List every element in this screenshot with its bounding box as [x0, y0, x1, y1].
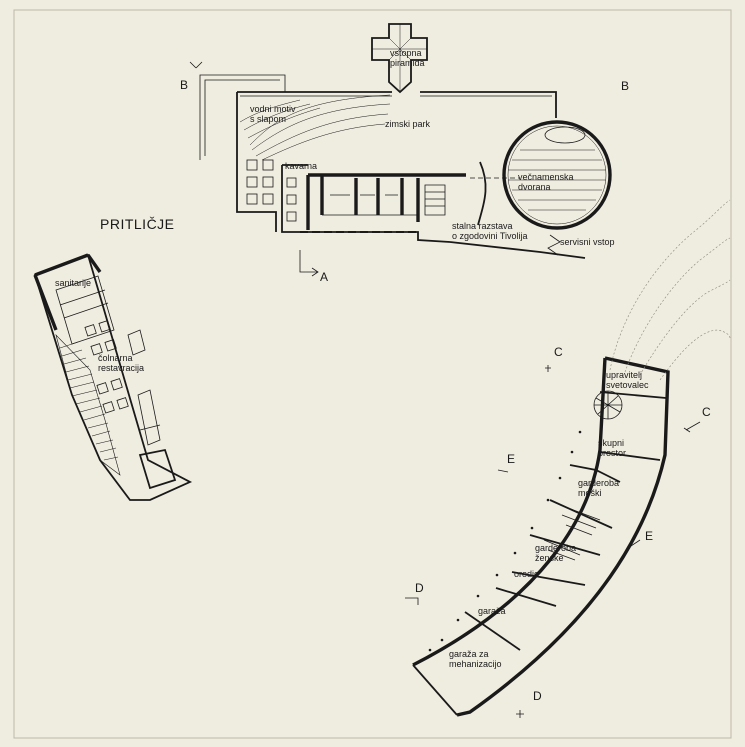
- hall-seating: [508, 149, 606, 211]
- north-building: [199, 23, 612, 259]
- curved-building: [412, 356, 670, 717]
- section-d-left: D: [415, 581, 424, 595]
- service-entrance-wall: [449, 241, 586, 259]
- section-d-bottom: D: [533, 689, 542, 703]
- section-c-left: C: [554, 345, 563, 359]
- section-b-left: B: [180, 78, 188, 92]
- winter-park-walls: [236, 91, 557, 232]
- section-e-right: E: [645, 529, 653, 543]
- terrain-contours: [609, 199, 731, 381]
- stage: [544, 126, 586, 144]
- section-marks: [189, 61, 701, 718]
- label-tools: orodje: [514, 569, 539, 579]
- frame-border: [13, 9, 732, 739]
- bar-counter: [137, 389, 161, 446]
- boathouse-deck-hatch: [55, 333, 121, 476]
- multipurpose-hall: [502, 120, 612, 230]
- curved-outer-wall: [456, 356, 670, 717]
- curved-screen: [477, 161, 487, 226]
- service-block-walls: [306, 173, 466, 230]
- section-e-left: E: [507, 452, 515, 466]
- restaurant-tables: [84, 320, 129, 414]
- cafe-tables: [246, 159, 297, 222]
- pyramid-walls: [371, 23, 428, 94]
- section-a: A: [320, 270, 328, 284]
- boathouse-building: [33, 253, 193, 501]
- tree-symbol: [593, 390, 623, 420]
- section-c-right: C: [702, 405, 711, 419]
- label-cafe: kavarna: [285, 161, 317, 171]
- pyramid-ridges: [372, 24, 427, 92]
- water-motif-lines: [239, 94, 391, 161]
- wc-cubicles: [543, 504, 601, 561]
- curved-inner-wall: [412, 357, 607, 667]
- kitchen: [138, 448, 177, 490]
- boathouse-outline: [33, 253, 193, 501]
- label-garage: garaža: [478, 606, 506, 616]
- label-service: servisni vstop: [560, 237, 615, 247]
- sanitary-room: [55, 275, 115, 345]
- column-dots: [428, 430, 582, 652]
- label-winter-park: zimski park: [385, 119, 431, 129]
- section-b-right: B: [621, 79, 629, 93]
- west-terrace-outline: [199, 74, 286, 160]
- curved-partitions: [464, 391, 667, 651]
- label-sanitary: sanitarije: [55, 278, 91, 288]
- plan-title: PRITLIČJE: [100, 216, 175, 232]
- stair: [424, 184, 446, 216]
